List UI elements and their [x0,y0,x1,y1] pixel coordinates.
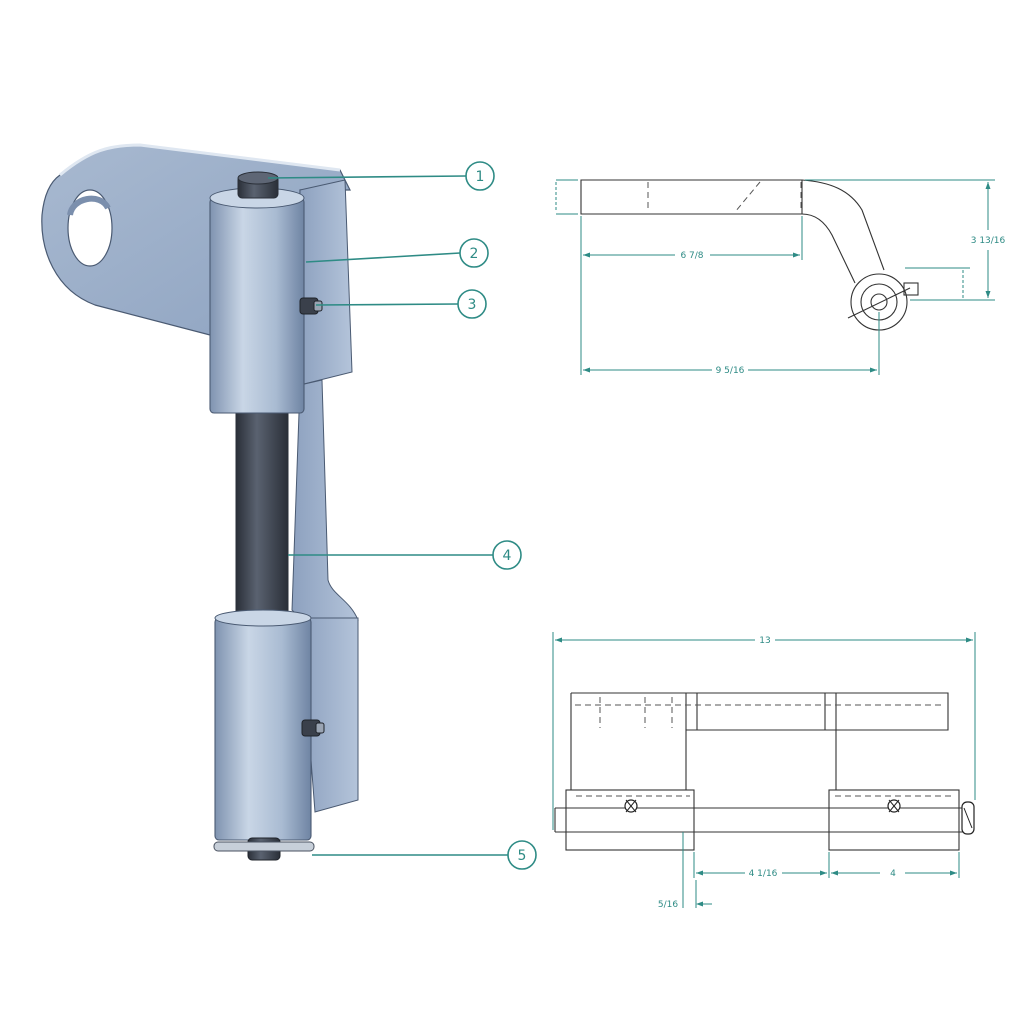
front-knuckle-right [828,789,960,851]
dim-front-gap: 4 1/16 [749,869,778,879]
dim-side-total-length: 9 5/16 [716,366,745,376]
side-cross-pin [847,287,911,319]
isometric-view: 1 2 3 4 5 [41,143,537,870]
front-dim-arrows [555,637,973,907]
side-view: 6 7/8 9 5/16 3 13/16 [555,179,1006,376]
balloon-3-label: 3 [468,297,477,313]
bottom-knuckle [214,617,312,841]
balloon-4-label: 4 [503,548,512,564]
balloon-4: 4 [492,540,522,570]
side-dimensions [555,179,995,375]
side-plate-outline [580,179,803,215]
leaf-eye-hole [67,189,113,267]
balloon-1-label: 1 [476,169,485,185]
front-leaf-outline [570,692,949,791]
cross-pin [213,837,315,861]
side-curved-arm [801,179,885,284]
hinge-arm [291,379,359,621]
front-view: 13 4 1/16 4 5/16 [552,632,976,910]
grease-fitting-top [299,297,323,315]
balloon-5-label: 5 [518,848,527,864]
balloon-5: 5 [507,840,537,870]
side-pin [870,293,888,311]
dim-front-total: 13 [759,636,770,646]
dim-side-top-length: 6 7/8 [680,251,703,261]
dim-front-offset: 5/16 [658,900,678,910]
front-fitting-right [887,799,901,813]
side-fitting [903,282,919,296]
side-hidden-2 [734,181,761,213]
grease-fitting-bottom [301,719,325,737]
balloon-2-label: 2 [470,246,479,262]
balloon-2: 2 [459,238,489,268]
balloon-1: 1 [465,161,495,191]
front-knuckle-left [565,789,695,851]
balloon-3: 3 [457,289,487,319]
front-dimensions [552,632,976,908]
side-dim-arrows [583,182,991,373]
bottom-knuckle-cap [214,609,312,627]
eye-hole-inner [67,195,111,216]
front-cross-pin-end [961,801,975,835]
hinge-pin [235,409,289,626]
plate-top-edge [59,143,341,177]
dim-side-height: 3 13/16 [971,236,1006,246]
top-knuckle [209,197,305,414]
top-block-side [299,179,353,386]
front-fitting-left [624,799,638,813]
balloon-leaders [267,175,508,856]
dim-front-knuckle: 4 [890,869,896,879]
